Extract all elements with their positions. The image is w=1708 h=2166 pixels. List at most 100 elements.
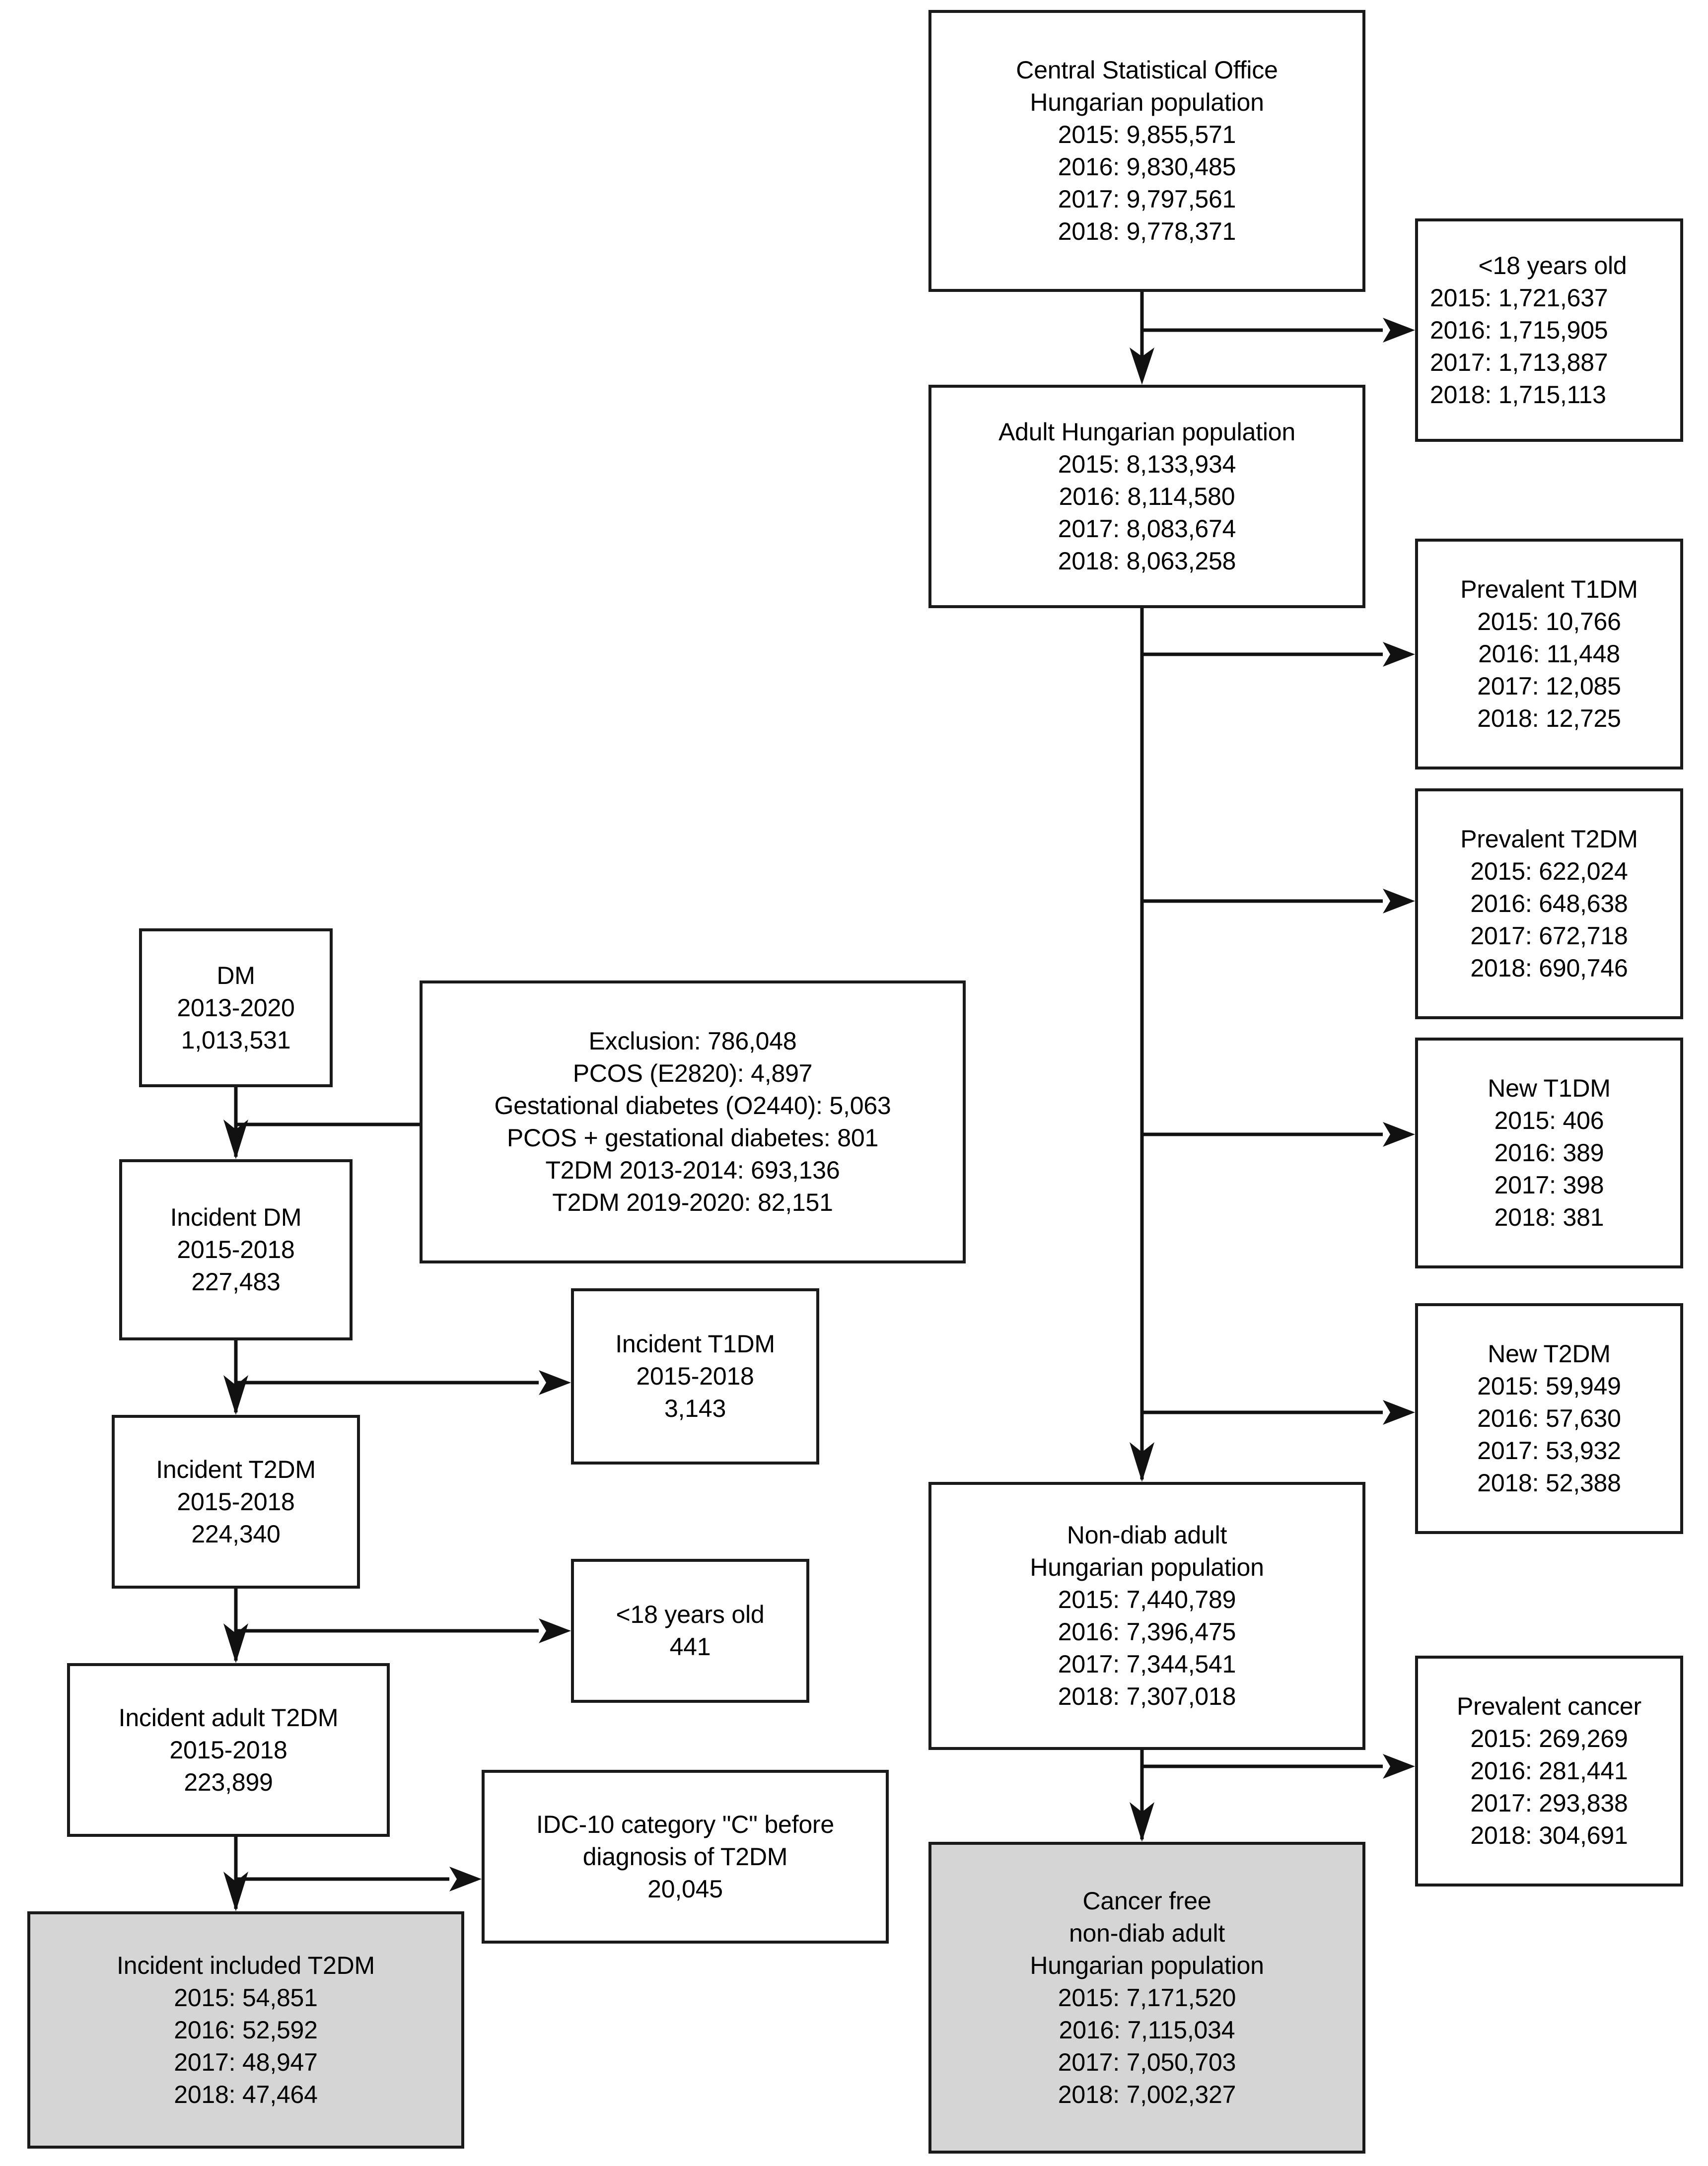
prevalent-cancer-2015: 2015: 269,269 bbox=[1470, 1725, 1628, 1752]
incident-included-2015: 2015: 54,851 bbox=[174, 1983, 318, 2012]
dm-count: 1,013,531 bbox=[181, 1026, 291, 1054]
prevalent-t1dm-2017: 2017: 12,085 bbox=[1477, 672, 1621, 700]
idc10-line2: diagnosis of T2DM bbox=[582, 1842, 788, 1871]
non-diab-2017: 2017: 7,344,541 bbox=[1058, 1650, 1236, 1678]
new-t1dm-2017: 2017: 398 bbox=[1494, 1171, 1604, 1199]
node-prevalent-cancer: Prevalent cancer 2015: 269,269 2016: 281… bbox=[1415, 1656, 1683, 1887]
adult-pop-2018: 2018: 8,063,258 bbox=[1058, 547, 1236, 575]
cancer-free-2016: 2016: 7,115,034 bbox=[1059, 2016, 1235, 2044]
node-exclusion: Exclusion: 786,048 PCOS (E2820): 4,897 G… bbox=[420, 980, 966, 1263]
new-t2dm-2017: 2017: 53,932 bbox=[1477, 1437, 1621, 1465]
node-incident-included-t2dm: Incident included T2DM 2015: 54,851 2016… bbox=[27, 1911, 464, 2149]
under18-top-2017: 2017: 1,713,887 bbox=[1430, 348, 1608, 376]
new-t2dm-2015: 2015: 59,949 bbox=[1477, 1372, 1621, 1400]
prevalent-t2dm-2017: 2017: 672,718 bbox=[1470, 922, 1628, 950]
prevalent-t2dm-2015: 2015: 622,024 bbox=[1470, 857, 1628, 885]
non-diab-title-line1: Non-diab adult bbox=[1067, 1521, 1227, 1549]
incident-adult-t2dm-period: 2015-2018 bbox=[169, 1736, 287, 1764]
node-under18-left: <18 years old 441 bbox=[571, 1559, 809, 1703]
node-central-statistical-office: Central Statistical Office Hungarian pop… bbox=[928, 10, 1365, 292]
new-t1dm-2016: 2016: 389 bbox=[1494, 1139, 1604, 1167]
incident-adult-t2dm-count: 223,899 bbox=[184, 1768, 273, 1796]
node-non-diab-adult-population: Non-diab adult Hungarian population 2015… bbox=[928, 1482, 1365, 1750]
node-idc10-category-c: IDC-10 category "C" before diagnosis of … bbox=[482, 1770, 889, 1944]
exclusion-pcos: PCOS (E2820): 4,897 bbox=[572, 1059, 813, 1087]
exclusion-t2dm-2019-2020: T2DM 2019-2020: 82,151 bbox=[552, 1188, 833, 1216]
prevalent-t1dm-2015: 2015: 10,766 bbox=[1477, 608, 1621, 635]
prevalent-t2dm-2018: 2018: 690,746 bbox=[1470, 954, 1628, 982]
cancer-free-title-line3: Hungarian population bbox=[1030, 1951, 1264, 1979]
node-prevalent-t1dm: Prevalent T1DM 2015: 10,766 2016: 11,448… bbox=[1415, 539, 1683, 769]
node-under18-top: <18 years old 2015: 1,721,637 2016: 1,71… bbox=[1415, 218, 1683, 442]
cso-2016: 2016: 9,830,485 bbox=[1058, 153, 1236, 181]
cancer-free-title-line1: Cancer free bbox=[1082, 1887, 1211, 1915]
node-incident-t1dm: Incident T1DM 2015-2018 3,143 bbox=[571, 1288, 819, 1465]
incident-t1dm-period: 2015-2018 bbox=[636, 1362, 754, 1390]
incident-t2dm-period: 2015-2018 bbox=[177, 1487, 295, 1516]
prevalent-t2dm-2016: 2016: 648,638 bbox=[1470, 890, 1628, 917]
incident-t1dm-title: Incident T1DM bbox=[615, 1330, 775, 1358]
new-t2dm-2018: 2018: 52,388 bbox=[1477, 1469, 1621, 1497]
dm-title: DM bbox=[216, 961, 255, 989]
cso-2017: 2017: 9,797,561 bbox=[1058, 185, 1236, 213]
incident-t2dm-count: 224,340 bbox=[191, 1520, 281, 1548]
new-t2dm-title: New T2DM bbox=[1488, 1340, 1611, 1368]
incident-included-2018: 2018: 47,464 bbox=[174, 2080, 318, 2108]
prevalent-cancer-2018: 2018: 304,691 bbox=[1470, 1821, 1628, 1849]
under18-left-title: <18 years old bbox=[616, 1601, 765, 1628]
prevalent-t1dm-2016: 2016: 11,448 bbox=[1478, 640, 1620, 668]
exclusion-t2dm-2013-2014: T2DM 2013-2014: 693,136 bbox=[545, 1156, 840, 1184]
node-new-t1dm: New T1DM 2015: 406 2016: 389 2017: 398 2… bbox=[1415, 1038, 1683, 1268]
idc10-line1: IDC-10 category "C" before bbox=[536, 1810, 834, 1838]
node-dm: DM 2013-2020 1,013,531 bbox=[139, 928, 333, 1087]
prevalent-cancer-title: Prevalent cancer bbox=[1457, 1692, 1641, 1720]
cso-2018: 2018: 9,778,371 bbox=[1058, 217, 1236, 245]
cancer-free-2017: 2017: 7,050,703 bbox=[1058, 2048, 1236, 2076]
under18-top-2018: 2018: 1,715,113 bbox=[1430, 380, 1606, 409]
dm-period: 2013-2020 bbox=[177, 993, 295, 1022]
incident-dm-count: 227,483 bbox=[191, 1268, 281, 1296]
new-t1dm-2018: 2018: 381 bbox=[1494, 1203, 1604, 1231]
new-t1dm-2015: 2015: 406 bbox=[1494, 1107, 1604, 1134]
adult-pop-2015: 2015: 8,133,934 bbox=[1058, 450, 1236, 478]
cancer-free-2015: 2015: 7,171,520 bbox=[1058, 1983, 1236, 2012]
incident-dm-title: Incident DM bbox=[170, 1203, 302, 1231]
node-prevalent-t2dm: Prevalent T2DM 2015: 622,024 2016: 648,6… bbox=[1415, 788, 1683, 1019]
cso-2015: 2015: 9,855,571 bbox=[1058, 121, 1236, 148]
incident-included-2016: 2016: 52,592 bbox=[174, 2016, 318, 2044]
under18-left-count: 441 bbox=[669, 1633, 711, 1661]
non-diab-title-line2: Hungarian population bbox=[1030, 1553, 1264, 1581]
adult-pop-2016: 2016: 8,114,580 bbox=[1059, 482, 1235, 510]
incident-t2dm-title: Incident T2DM bbox=[156, 1455, 316, 1483]
incident-included-title: Incident included T2DM bbox=[117, 1951, 375, 1979]
prevalent-cancer-2017: 2017: 293,838 bbox=[1470, 1789, 1628, 1817]
node-incident-adult-t2dm: Incident adult T2DM 2015-2018 223,899 bbox=[67, 1663, 390, 1837]
incident-t1dm-count: 3,143 bbox=[664, 1395, 726, 1422]
under18-top-2016: 2016: 1,715,905 bbox=[1430, 316, 1608, 344]
under18-top-2015: 2015: 1,721,637 bbox=[1430, 283, 1608, 312]
exclusion-pcos-plus-gestational: PCOS + gestational diabetes: 801 bbox=[506, 1124, 879, 1152]
under18-top-title: <18 years old bbox=[1478, 251, 1627, 279]
exclusion-total: Exclusion: 786,048 bbox=[588, 1027, 797, 1055]
adult-pop-title: Adult Hungarian population bbox=[998, 418, 1296, 446]
node-incident-t2dm: Incident T2DM 2015-2018 224,340 bbox=[112, 1415, 360, 1589]
prevalent-t1dm-2018: 2018: 12,725 bbox=[1477, 704, 1621, 732]
incident-included-2017: 2017: 48,947 bbox=[174, 2048, 318, 2076]
adult-pop-2017: 2017: 8,083,674 bbox=[1058, 514, 1236, 543]
cso-title-line2: Hungarian population bbox=[1030, 88, 1264, 116]
node-cancer-free-non-diab-population: Cancer free non-diab adult Hungarian pop… bbox=[928, 1842, 1365, 2154]
node-new-t2dm: New T2DM 2015: 59,949 2016: 57,630 2017:… bbox=[1415, 1303, 1683, 1534]
cancer-free-2018: 2018: 7,002,327 bbox=[1058, 2080, 1236, 2108]
idc10-count: 20,045 bbox=[647, 1875, 723, 1903]
node-incident-dm: Incident DM 2015-2018 227,483 bbox=[119, 1159, 353, 1340]
incident-adult-t2dm-title: Incident adult T2DM bbox=[118, 1703, 339, 1732]
prevalent-cancer-2016: 2016: 281,441 bbox=[1470, 1757, 1628, 1785]
non-diab-2018: 2018: 7,307,018 bbox=[1058, 1682, 1236, 1710]
node-adult-hungarian-population: Adult Hungarian population 2015: 8,133,9… bbox=[928, 385, 1365, 608]
non-diab-2016: 2016: 7,396,475 bbox=[1058, 1618, 1236, 1646]
new-t1dm-title: New T1DM bbox=[1488, 1074, 1611, 1102]
non-diab-2015: 2015: 7,440,789 bbox=[1058, 1586, 1236, 1613]
cancer-free-title-line2: non-diab adult bbox=[1068, 1919, 1225, 1947]
new-t2dm-2016: 2016: 57,630 bbox=[1477, 1404, 1621, 1432]
